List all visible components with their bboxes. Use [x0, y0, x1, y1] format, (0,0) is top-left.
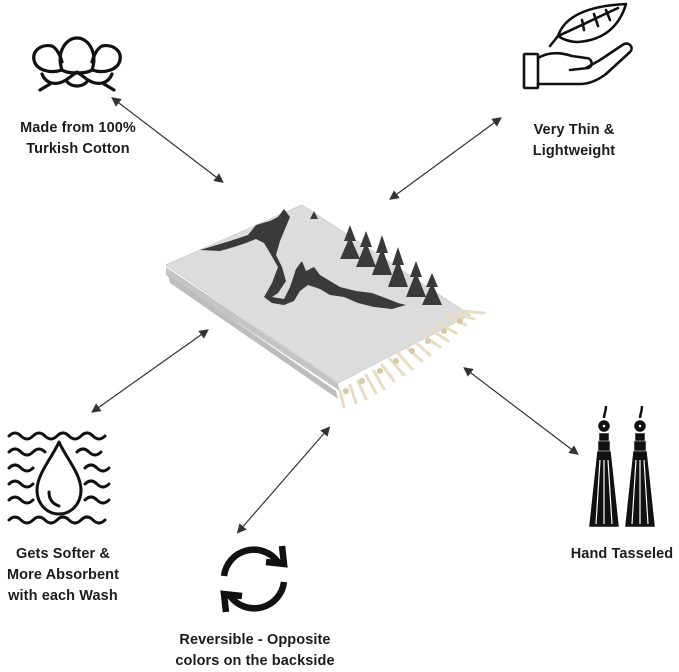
hand-feather-icon: [520, 0, 640, 96]
feature-label-thin: Very Thin & Lightweight: [532, 122, 616, 159]
water-drop-waves-icon: [5, 428, 113, 532]
feature-label-soft: Gets Softer & More Absorbent with each W…: [6, 546, 120, 604]
folded-towel-image: [160, 195, 500, 410]
cotton-flower-icon: [22, 30, 132, 92]
tassel-earrings-icon: [588, 404, 658, 530]
feature-label-cotton: Made from 100% Turkish Cotton: [20, 120, 136, 157]
feature-label-tassel: Hand Tasseled: [570, 546, 674, 562]
refresh-arrows-icon: [210, 540, 298, 618]
feature-label-reversible: Reversible - Opposite colors on the back…: [175, 632, 335, 669]
